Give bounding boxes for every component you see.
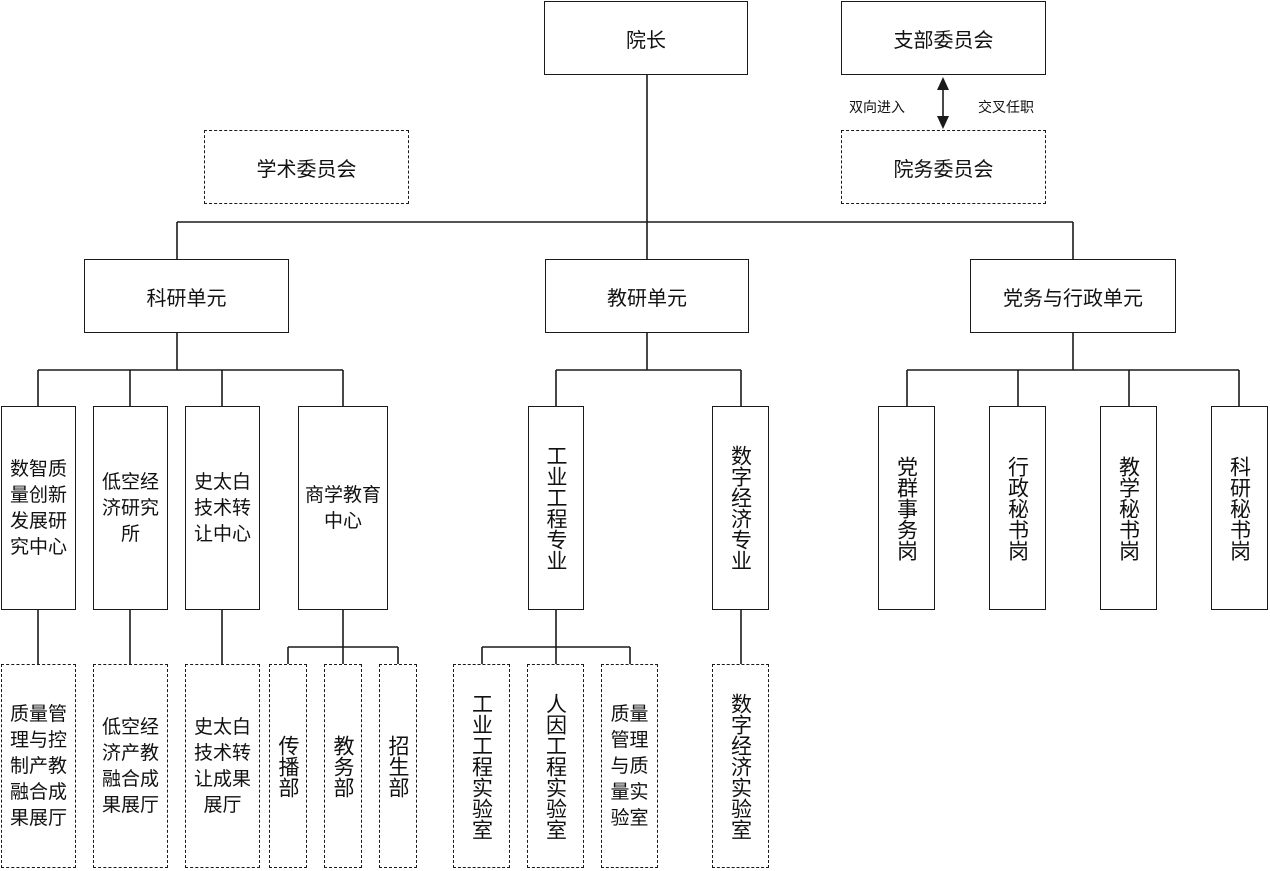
node-teaching-unit: 教研单元 [545, 259, 749, 333]
node-academic-committee: 学术委员会 [204, 130, 409, 204]
node-human-factors-lab: 人因工程实验室 [527, 664, 584, 868]
node-label: 传播部 [276, 734, 300, 798]
node-quality-hall: 质量管理与控制产教融合成果展厅 [1, 664, 76, 868]
node-label: 低空经济产教融合成果展厅 [101, 716, 159, 816]
node-label: 支部委员会 [893, 27, 994, 52]
node-label: 科研单元 [146, 285, 227, 310]
node-label: 质量管理与质量实验室 [610, 703, 649, 829]
node-label: 科研秘书岗 [1227, 455, 1252, 561]
node-label: 低空经济研究所 [101, 471, 159, 545]
node-industrial-eng-lab: 工业工程实验室 [453, 664, 510, 868]
node-admission-dept: 招生部 [379, 664, 417, 868]
node-label: 史太白技术转让中心 [193, 471, 251, 545]
node-label: 教研单元 [607, 285, 687, 310]
node-label: 学术委员会 [256, 156, 357, 181]
node-dean: 院长 [544, 1, 748, 75]
node-label: 工业工程实验室 [469, 692, 494, 840]
node-affairs-committee: 院务委员会 [841, 130, 1046, 204]
node-label: 数智质量创新发展研究中心 [9, 458, 67, 558]
node-label: 行政秘书岗 [1005, 455, 1030, 561]
node-business-edu-center: 商学教育中心 [298, 406, 388, 610]
annotation-cross-appointment: 交叉任职 [978, 100, 1034, 116]
node-label: 党务与行政单元 [1003, 285, 1143, 310]
node-communication-dept: 传播部 [269, 664, 307, 868]
node-research-secretary-post: 科研秘书岗 [1211, 406, 1268, 610]
node-label: 数字经济专业 [728, 445, 753, 571]
node-industrial-eng-major: 工业工程专业 [528, 406, 584, 610]
node-label: 人因工程实验室 [543, 692, 568, 840]
double-arrow-icon [937, 77, 949, 129]
node-label: 工业工程专业 [544, 445, 568, 571]
node-low-altitude-institute: 低空经济研究所 [93, 406, 168, 610]
node-low-altitude-hall: 低空经济产教融合成果展厅 [93, 664, 168, 868]
annotation-two-way-entry: 双向进入 [849, 100, 905, 116]
node-digital-econ-major: 数字经济专业 [712, 406, 769, 610]
node-label: 教务部 [331, 734, 355, 798]
node-party-admin-unit: 党务与行政单元 [970, 259, 1176, 333]
node-stewart-center: 史太白技术转让中心 [185, 406, 260, 610]
node-label: 党群事务岗 [894, 455, 919, 561]
node-stewart-hall: 史太白技术转让成果展厅 [185, 664, 260, 868]
node-label: 招生部 [386, 734, 410, 798]
node-quality-mgmt-lab: 质量管理与质量实验室 [601, 664, 658, 868]
node-teaching-secretary-post: 教学秘书岗 [1100, 406, 1157, 610]
node-label: 史太白技术转让成果展厅 [193, 716, 251, 816]
node-label: 院长 [626, 27, 666, 52]
node-party-mass-post: 党群事务岗 [878, 406, 935, 610]
node-label: 商学教育中心 [304, 484, 381, 532]
node-education-dept: 教务部 [324, 664, 362, 868]
node-research-unit: 科研单元 [84, 259, 289, 333]
node-label: 数字经济实验室 [728, 692, 753, 840]
node-digital-quality-center: 数智质量创新发展研究中心 [1, 406, 76, 610]
node-digital-econ-lab: 数字经济实验室 [712, 664, 769, 868]
node-admin-secretary-post: 行政秘书岗 [989, 406, 1046, 610]
node-branch-committee: 支部委员会 [841, 1, 1046, 75]
node-label: 院务委员会 [893, 156, 994, 181]
node-label: 质量管理与控制产教融合成果展厅 [9, 703, 67, 829]
node-label: 教学秘书岗 [1116, 455, 1141, 561]
